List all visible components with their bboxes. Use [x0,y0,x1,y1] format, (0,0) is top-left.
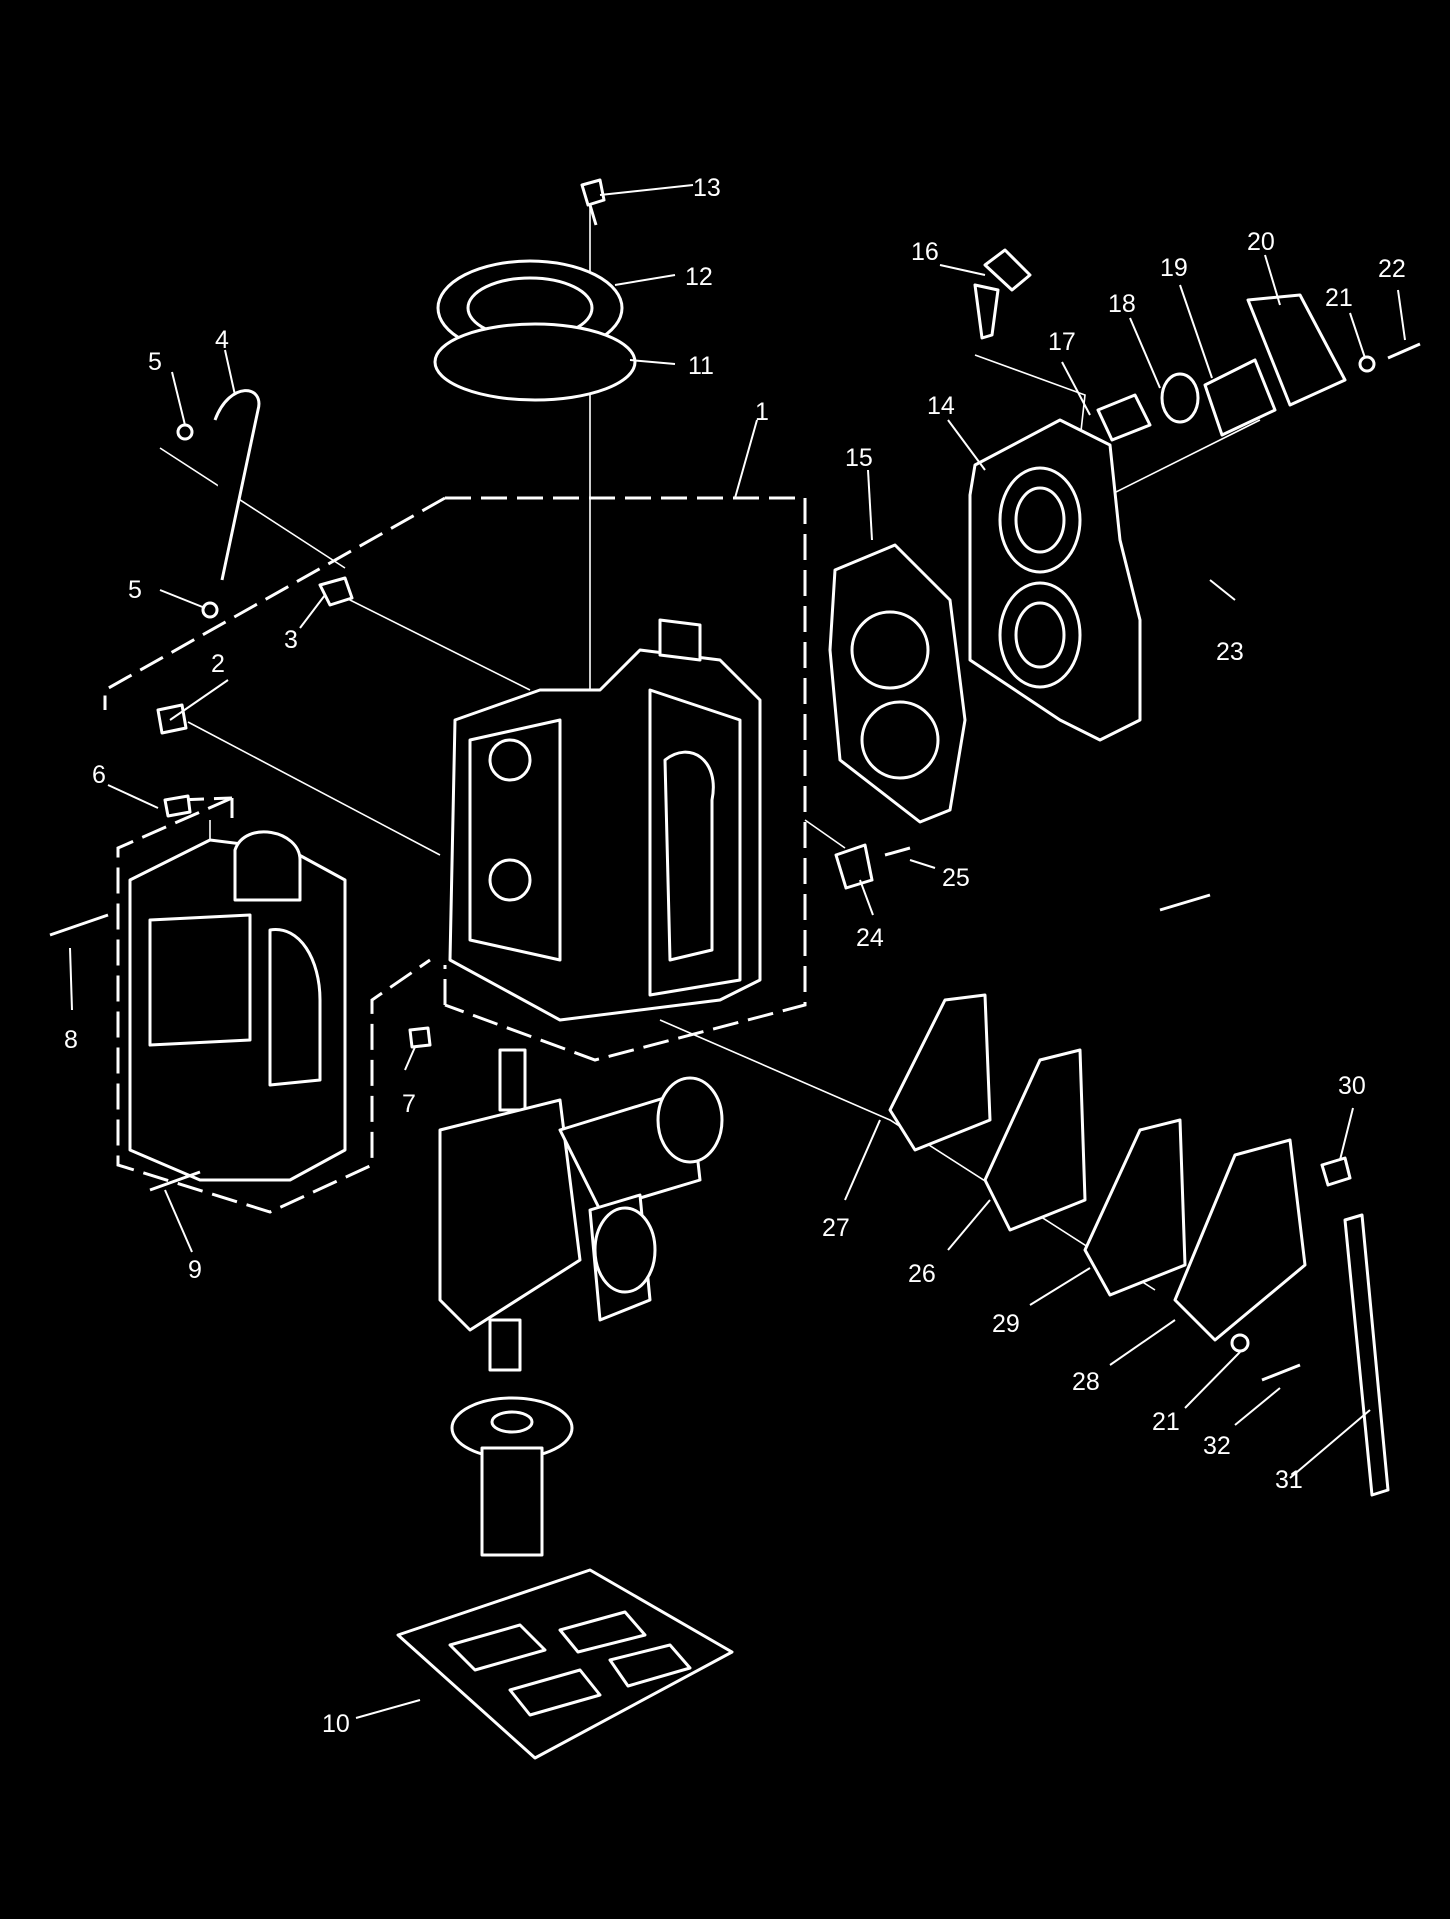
callout-23: 23 [1216,638,1244,666]
callout-24: 24 [856,924,884,952]
callout-1: 1 [755,398,769,426]
callout-20: 20 [1247,228,1275,256]
base-gasket [396,1568,734,1760]
callout-labels: 1 2 3 4 5 5 6 7 8 9 10 11 12 13 14 15 16… [64,174,1406,1738]
callout-30: 30 [1338,1072,1366,1100]
intake-gaskets-and-plates [888,993,1307,1342]
callout-32: 32 [1203,1432,1231,1460]
crankshaft-piston-assembly [438,1048,724,1372]
callout-4: 4 [215,326,229,354]
callout-6: 6 [92,761,106,789]
bolt-13 [580,178,606,226]
callout-27: 27 [822,1214,850,1242]
callout-29: 29 [992,1310,1020,1338]
callout-31: 31 [1275,1466,1303,1494]
callout-19: 19 [1160,254,1188,282]
thermostat-cover-parts [1096,293,1347,442]
callout-leaders [69,184,1406,1719]
callout-2: 2 [211,650,225,678]
small-fittings [49,342,1421,1382]
callout-11: 11 [688,352,714,380]
callout-12: 12 [685,263,713,291]
crankcase-half [128,830,347,1182]
callout-18: 18 [1108,290,1136,318]
callout-5a: 5 [148,348,162,376]
callout-21b: 21 [1152,1408,1180,1436]
callout-28: 28 [1072,1368,1100,1396]
callout-10: 10 [322,1710,350,1738]
callout-3: 3 [284,626,298,654]
callout-13: 13 [693,174,721,202]
callout-17: 17 [1048,328,1076,356]
callout-8: 8 [64,1026,78,1054]
callout-25: 25 [942,864,970,892]
callout-14: 14 [927,392,955,420]
cylinder-head-gasket [828,543,967,824]
callout-16: 16 [911,238,939,266]
callout-7: 7 [402,1090,416,1118]
callout-26: 26 [908,1260,936,1288]
callout-22: 22 [1378,255,1406,283]
hose-4 [213,389,261,581]
callout-15: 15 [845,444,873,472]
spark-plug [973,248,1032,340]
cylinder-head [968,418,1142,742]
hose-31 [1343,1213,1390,1497]
callout-21a: 21 [1325,284,1353,312]
oil-seal-housing [450,1396,574,1557]
callout-5b: 5 [128,576,142,604]
crankcase-cylinder-block [448,618,762,1022]
head-cover-ring [433,259,637,402]
callout-9: 9 [188,1256,202,1284]
